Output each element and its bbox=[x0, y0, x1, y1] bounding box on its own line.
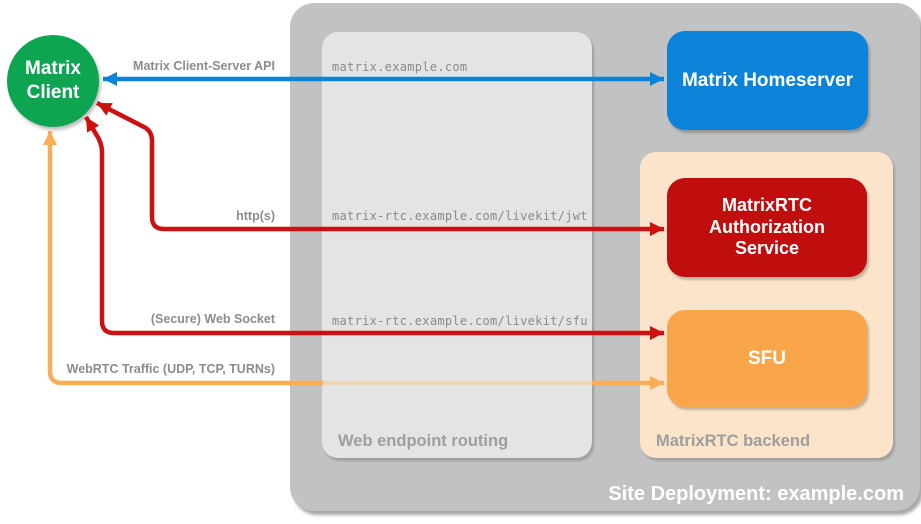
matrix-client-node: Matrix Client bbox=[7, 35, 99, 127]
homeserver-endpoint-url: matrix.example.com bbox=[332, 60, 468, 74]
matrix-homeserver-label: Matrix Homeserver bbox=[681, 69, 854, 91]
matrixrtc-backend-label: MatrixRTC backend bbox=[656, 432, 811, 450]
matrixrtc-auth-service-label: MatrixRTC Authorization Service bbox=[709, 194, 825, 259]
sfu-label: SFU bbox=[748, 347, 786, 369]
matrix-client-label-line1: Matrix bbox=[25, 58, 81, 80]
webrtc-edge-label: WebRTC Traffic (UDP, TCP, TURNs) bbox=[66, 362, 275, 376]
matrix-client-label-line2: Client bbox=[26, 82, 80, 103]
web-endpoint-routing-label: Web endpoint routing bbox=[338, 432, 509, 450]
matrix-homeserver-node: Matrix Homeserver bbox=[667, 31, 868, 130]
sfu-endpoint-url: matrix-rtc.example.com/livekit/sfu bbox=[332, 314, 588, 328]
websocket-edge-label: (Secure) Web Socket bbox=[150, 312, 275, 326]
webrtc-arrow-left bbox=[43, 131, 323, 386]
sfu-node: SFU bbox=[667, 310, 867, 407]
site-deployment-title: Site Deployment: example.com bbox=[608, 483, 904, 505]
https-edge-label: http(s) bbox=[236, 209, 275, 223]
client-server-api-edge-label: Matrix Client-Server API bbox=[133, 59, 275, 73]
web-endpoint-routing-box: Web endpoint routing bbox=[322, 32, 592, 458]
jwt-endpoint-url: matrix-rtc.example.com/livekit/jwt bbox=[332, 209, 588, 223]
matrixrtc-auth-service-node: MatrixRTC Authorization Service bbox=[667, 178, 867, 277]
